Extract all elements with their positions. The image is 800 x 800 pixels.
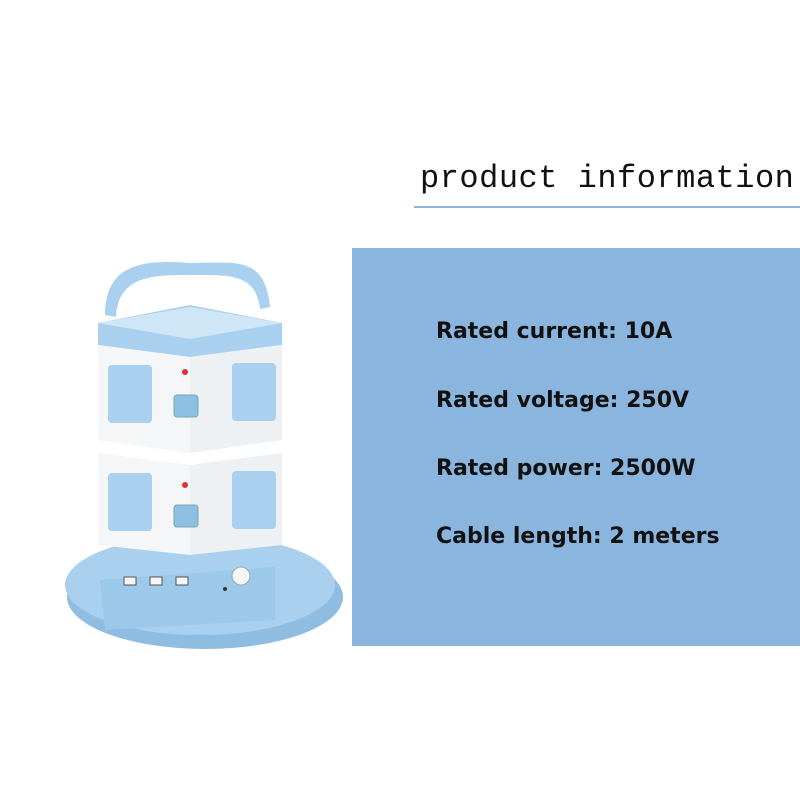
heading-underline	[414, 206, 800, 208]
usb-ports	[123, 576, 189, 586]
socket-icon	[232, 471, 276, 529]
handle	[105, 261, 270, 317]
power-tower-illustration	[65, 261, 343, 649]
usb-port-icon	[123, 576, 137, 586]
section-heading: product information	[420, 160, 795, 197]
spec-rated-current: Rated current: 10A	[436, 319, 673, 344]
socket-icon	[108, 473, 152, 531]
switch-button	[173, 394, 199, 418]
usb-port-icon	[175, 576, 189, 586]
base-front-panel	[100, 567, 275, 630]
socket-icon	[232, 363, 276, 421]
indicator-led	[182, 482, 188, 488]
switch-button	[173, 504, 199, 528]
spec-panel: Rated current: 10A Rated voltage: 250V R…	[352, 248, 800, 646]
socket-icon	[108, 365, 152, 423]
indicator-led	[223, 587, 227, 591]
spec-rated-voltage: Rated voltage: 250V	[436, 388, 690, 413]
indicator-led	[182, 369, 188, 375]
usb-port-icon	[149, 576, 163, 586]
spec-cable-length: Cable length: 2 meters	[436, 524, 720, 549]
knob	[231, 566, 251, 586]
spec-rated-power: Rated power: 2500W	[436, 456, 696, 481]
